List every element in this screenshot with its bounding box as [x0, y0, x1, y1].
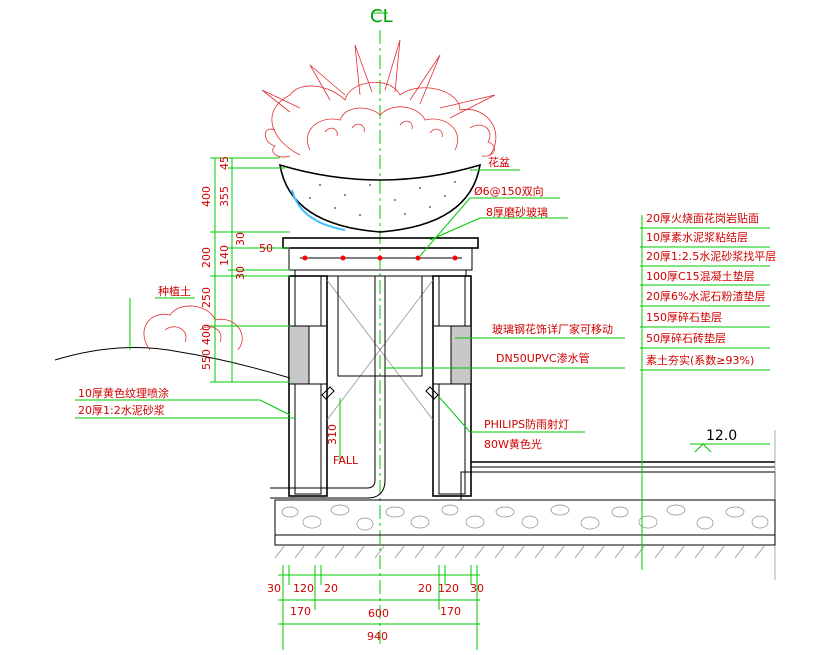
dim-355: 355 [218, 186, 231, 207]
bottom-dim-20-left: 20 [324, 582, 338, 595]
layer-callout [640, 215, 770, 570]
label-fall: FALL [333, 454, 359, 467]
bottom-dim-30-right: 30 [470, 582, 484, 595]
bottom-dim-120-right: 120 [438, 582, 459, 595]
bottom-dimensions [278, 565, 480, 650]
layer-1: 20厚火烧面花岗岩贴面 [646, 211, 759, 225]
layer-2: 10厚素水泥浆粘结层 [646, 230, 748, 244]
label-grille: 玻璃钢花饰详厂家可移动 [492, 322, 613, 336]
dim-30-top: 30 [234, 232, 247, 246]
label-lamp-2: 80W黄色光 [484, 437, 542, 451]
left-lamp [321, 386, 335, 400]
drain-pipe [270, 276, 376, 489]
pavement [460, 430, 776, 580]
bottom-dim-600: 600 [368, 607, 389, 620]
pedestal-cap [282, 237, 479, 277]
soil-mound [54, 347, 291, 379]
label-pot: 花盆 [488, 155, 510, 169]
bottom-dim-30-left: 30 [267, 582, 281, 595]
layer-4: 100厚C15混凝土垫层 [646, 269, 755, 283]
level-value: 12.0 [706, 428, 737, 444]
dim-550: 550 [200, 349, 213, 370]
right-lamp [425, 386, 439, 400]
label-310: 310 [326, 424, 339, 445]
rebar-leader [419, 197, 471, 257]
dim-400-top: 400 [200, 186, 213, 207]
flower-pot [278, 163, 482, 233]
bottom-dim-170-left: 170 [290, 605, 311, 618]
dim-400-bottom: 400 [200, 324, 213, 345]
dim-200: 200 [200, 247, 213, 268]
dim-250: 250 [200, 287, 213, 308]
label-lamp-1: PHILIPS防雨射灯 [484, 417, 569, 431]
label-soil: 种植土 [158, 284, 191, 298]
glass-leader [429, 217, 481, 241]
pot-glaze [291, 189, 346, 231]
layer-6: 150厚碎石垫层 [646, 310, 722, 324]
label-glass: 8厚磨砂玻璃 [486, 205, 548, 219]
dim-45: 45 [218, 156, 231, 170]
layer-8: 素土夯实(系数≥93%) [646, 353, 754, 367]
plant-foliage [261, 39, 497, 158]
drain-pipe-wall [270, 276, 386, 499]
bottom-dim-120-left: 120 [293, 582, 314, 595]
layer-3: 20厚1:2.5水泥砂浆找平层 [646, 249, 776, 263]
bottom-dim-170-right: 170 [440, 605, 461, 618]
foundation [274, 499, 776, 559]
lamp-leader [439, 397, 585, 433]
layer-7: 50厚碎石砖垫层 [646, 331, 726, 345]
label-mortar: 20厚1:2水泥砂浆 [78, 403, 165, 417]
level-mark [690, 443, 770, 453]
label-pipe: DN50UPVC渗水管 [496, 351, 590, 365]
bottom-dim-940: 940 [367, 630, 388, 643]
pot-soil-texture [309, 181, 456, 216]
label-rebar: Ø6@150双向 [474, 184, 544, 198]
label-50: 50 [259, 242, 273, 255]
left-dimension-chain [210, 157, 290, 383]
pedestal-body [288, 275, 472, 497]
layer-5: 20厚6%水泥石粉渣垫层 [646, 289, 765, 303]
dim-140: 140 [218, 245, 231, 266]
bottom-dim-20-right: 20 [418, 582, 432, 595]
label-paint: 10厚黄色纹理喷涂 [78, 386, 169, 400]
paint-leader-tip [259, 399, 291, 416]
centerline-symbol: CL [370, 6, 393, 27]
left-shrub [143, 305, 243, 351]
dim-30-bottom: 30 [234, 266, 247, 280]
